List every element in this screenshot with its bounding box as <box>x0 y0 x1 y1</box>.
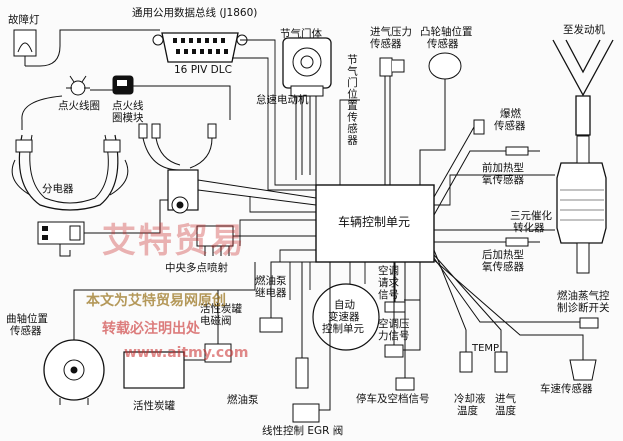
tcu-label-2: 变速器 <box>328 311 360 323</box>
ignition-module-label-2: 圈模块 <box>112 112 144 124</box>
ac-request-label-3: 信号 <box>378 289 399 301</box>
idle-motor-label: 怠速电动机 <box>256 94 309 106</box>
map-sensor-label-2: 传感器 <box>370 38 402 50</box>
fuel-pump-label: 燃油泵 <box>227 394 259 406</box>
front-o2-sensor <box>433 146 540 216</box>
catalytic-label-2: 转化器 <box>513 222 545 234</box>
crank-sensor-label-2: 传感器 <box>10 325 42 337</box>
canister-solenoid <box>204 290 232 363</box>
crank-sensor <box>43 262 256 405</box>
fault-lamp-label: 故障灯 <box>8 14 40 26</box>
ac-request-label-1: 空调 <box>378 265 399 277</box>
tps-label: 节气门位置传感器 <box>346 54 358 146</box>
egr-valve <box>292 262 331 423</box>
intake-temp-label-1: 进气 <box>495 393 516 405</box>
canister-label: 活性炭罐 <box>133 400 175 412</box>
fuel-pump-relay-label-1: 燃油泵 <box>255 275 287 287</box>
tcu-label-3: 控制单元 <box>322 323 364 335</box>
evap-switch <box>433 257 599 329</box>
catalytic-converter <box>556 135 607 274</box>
central-injector-label: 中央多点喷射 <box>165 262 228 274</box>
catalytic-label-1: 三元催化 <box>510 210 552 222</box>
ac-request-label-2: 请求 <box>378 277 399 289</box>
intake-temp-label-2: 温度 <box>495 405 516 417</box>
vss-label: 车速传感器 <box>540 383 593 395</box>
watermark-line-2: 转载必注明出处 <box>102 321 200 337</box>
coolant-temp-label-2: 温度 <box>457 405 478 417</box>
canister-solenoid-label-2: 电磁阀 <box>200 315 232 327</box>
exhaust-manifold <box>552 39 614 136</box>
harness-wires <box>232 39 555 300</box>
injector-cluster <box>138 123 317 214</box>
knock-sensor-label-1: 爆燃 <box>500 108 521 120</box>
dlc-label: 16 PIV DLC <box>174 64 232 76</box>
ignition-module-label-1: 点火线 <box>112 100 144 112</box>
fuel-pump-relay <box>259 261 316 333</box>
cam-sensor-label-2: 传感器 <box>427 38 459 50</box>
crank-sensor-label-1: 曲轴位置 <box>6 313 48 325</box>
canister-solenoid-label-1: 活性炭罐 <box>200 303 242 315</box>
evap-switch-label-1: 燃油蒸气控 <box>557 290 610 302</box>
central-injection-module <box>196 225 316 256</box>
temp-label: TEMP <box>472 343 500 354</box>
distributor-label: 分电器 <box>42 183 74 195</box>
egr-valve-label: 线性控制 EGR 阀 <box>262 425 344 437</box>
throttle-body-label: 节气门体 <box>280 28 322 40</box>
ac-pressure-label-1: 空调压 <box>378 318 410 330</box>
map-sensor <box>379 57 405 185</box>
throttle-body <box>282 37 332 185</box>
knock-sensor-label-2: 传感器 <box>494 120 526 132</box>
carbon-canister <box>123 351 205 389</box>
ignition-coil-module <box>21 75 231 130</box>
rear-o2-sensor <box>434 237 540 247</box>
watermark-logo: 艾特贸易 <box>102 221 246 261</box>
watermark-url: www.aitmy.com <box>124 345 249 361</box>
cam-sensor-label-1: 凸轮轴位置 <box>420 26 473 38</box>
evap-switch-label-2: 制诊断开关 <box>557 302 610 314</box>
vss <box>433 259 597 381</box>
ecu-label: 车辆控制单元 <box>338 215 411 229</box>
knock-sensor <box>433 119 485 198</box>
tcu-label-1: 自动 <box>334 299 355 311</box>
front-o2-label-1: 前加热型 <box>482 162 524 174</box>
front-o2-label-2: 氧传感器 <box>482 174 524 186</box>
dlc-connector <box>152 32 248 63</box>
park-neutral-label: 停车及空档信号 <box>356 393 430 405</box>
ecu-box <box>315 184 435 263</box>
map-sensor-label-1: 进气压力 <box>370 26 412 38</box>
obd-bus-label: 通用公用数据总线 (J1860) <box>132 7 258 19</box>
rear-o2-label-2: 氧传感器 <box>482 261 524 273</box>
to-engine-label: 至发动机 <box>563 24 605 36</box>
fault-lamp <box>13 29 160 67</box>
fuel-pump-relay-label-2: 继电器 <box>255 287 287 299</box>
park-neutral-switch <box>395 262 415 391</box>
ac-pressure-label-2: 力信号 <box>378 330 410 342</box>
coolant-temp-label-1: 冷却液 <box>454 393 486 405</box>
rear-o2-label-1: 后加热型 <box>482 249 524 261</box>
ignition-coil-label: 点火线圈 <box>58 100 100 112</box>
fuel-pump <box>295 262 309 389</box>
cam-sensor <box>419 52 462 185</box>
watermark-line-1: 本文为艾特贸易网原创 <box>86 293 226 309</box>
